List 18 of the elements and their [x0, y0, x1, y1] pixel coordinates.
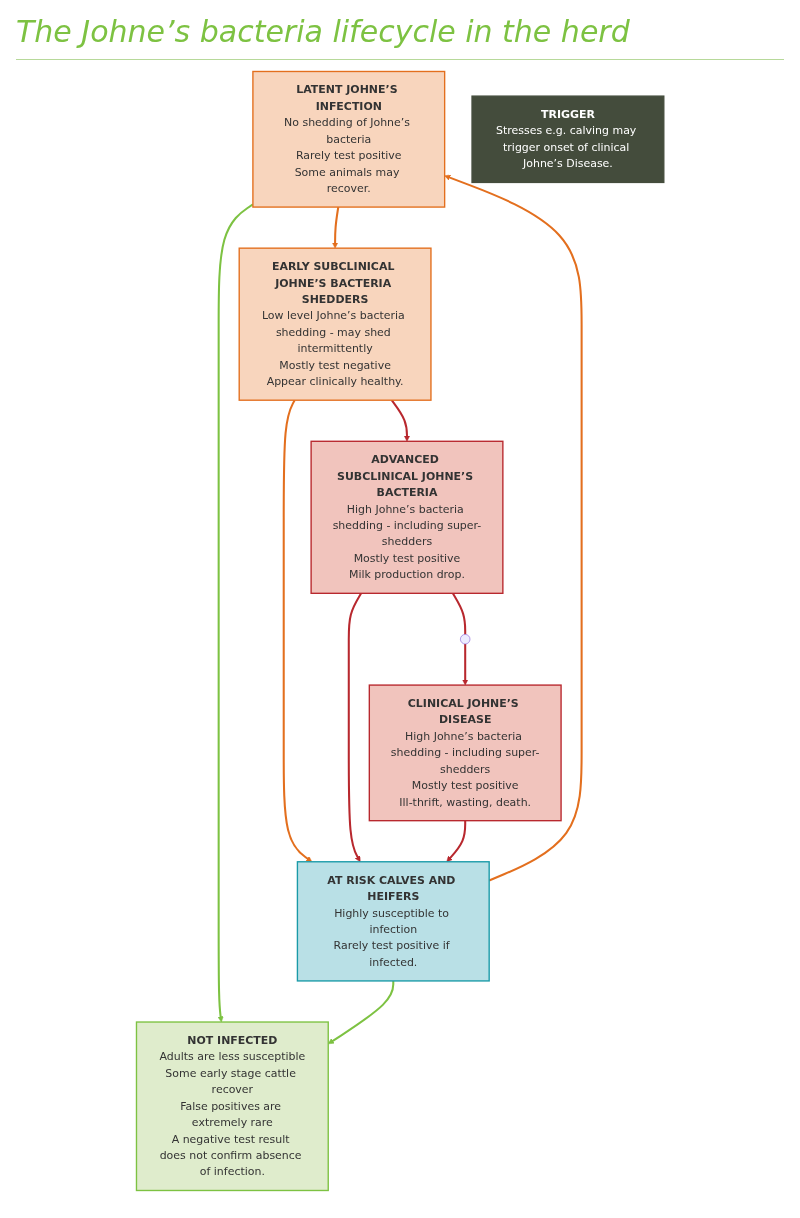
node-box: NOT INFECTED Adults are less susceptible Some early stage cattle recover False positives are extremely rare A negative test result does not confirm absence of infection. — [135, 1021, 329, 1192]
node-box: AT RISK CALVES AND HEIFERS Highly susceptible to infection Rarely test positive if infected. — [296, 861, 490, 982]
arrow — [347, 592, 362, 863]
node-box: TRIGGER Stresses e.g. calving may trigger onset of clinical Johne’s Disease. — [471, 95, 665, 184]
connector — [451, 592, 467, 635]
node-box: EARLY SUBCLINICAL JOHNE’S BACTERIA SHEDDERS Low level Johne’s bacteria shedding - may shed intermittently Mostly test negative Appear clinically healthy. — [238, 247, 432, 401]
arrow — [331, 206, 340, 249]
arrow — [217, 203, 254, 1023]
title: The Johne’s bacteria lifecycle in the herd — [16, 14, 784, 60]
node-box: ADVANCED SUBCLINICAL JOHNE’S BACTERIA High Johne’s bacteria shedding - including super-shedders Mostly test positive Milk production drop. — [310, 440, 504, 594]
arrow — [390, 399, 410, 442]
node-star — [459, 634, 471, 645]
node-box: CLINICAL JOHNE’S DISEASE High Johne’s bacteria shedding - including super-shedders Mostly test positive Ill-thrift, wasting, death. — [368, 684, 562, 822]
node-box: LATENT JOHNE’S INFECTION No shedding of Johne’s bacteria Rarely test positive Some animals may recover. — [252, 70, 446, 208]
arrow — [446, 820, 467, 863]
arrow — [282, 399, 312, 863]
arrow — [462, 644, 469, 686]
arrow — [444, 174, 583, 882]
